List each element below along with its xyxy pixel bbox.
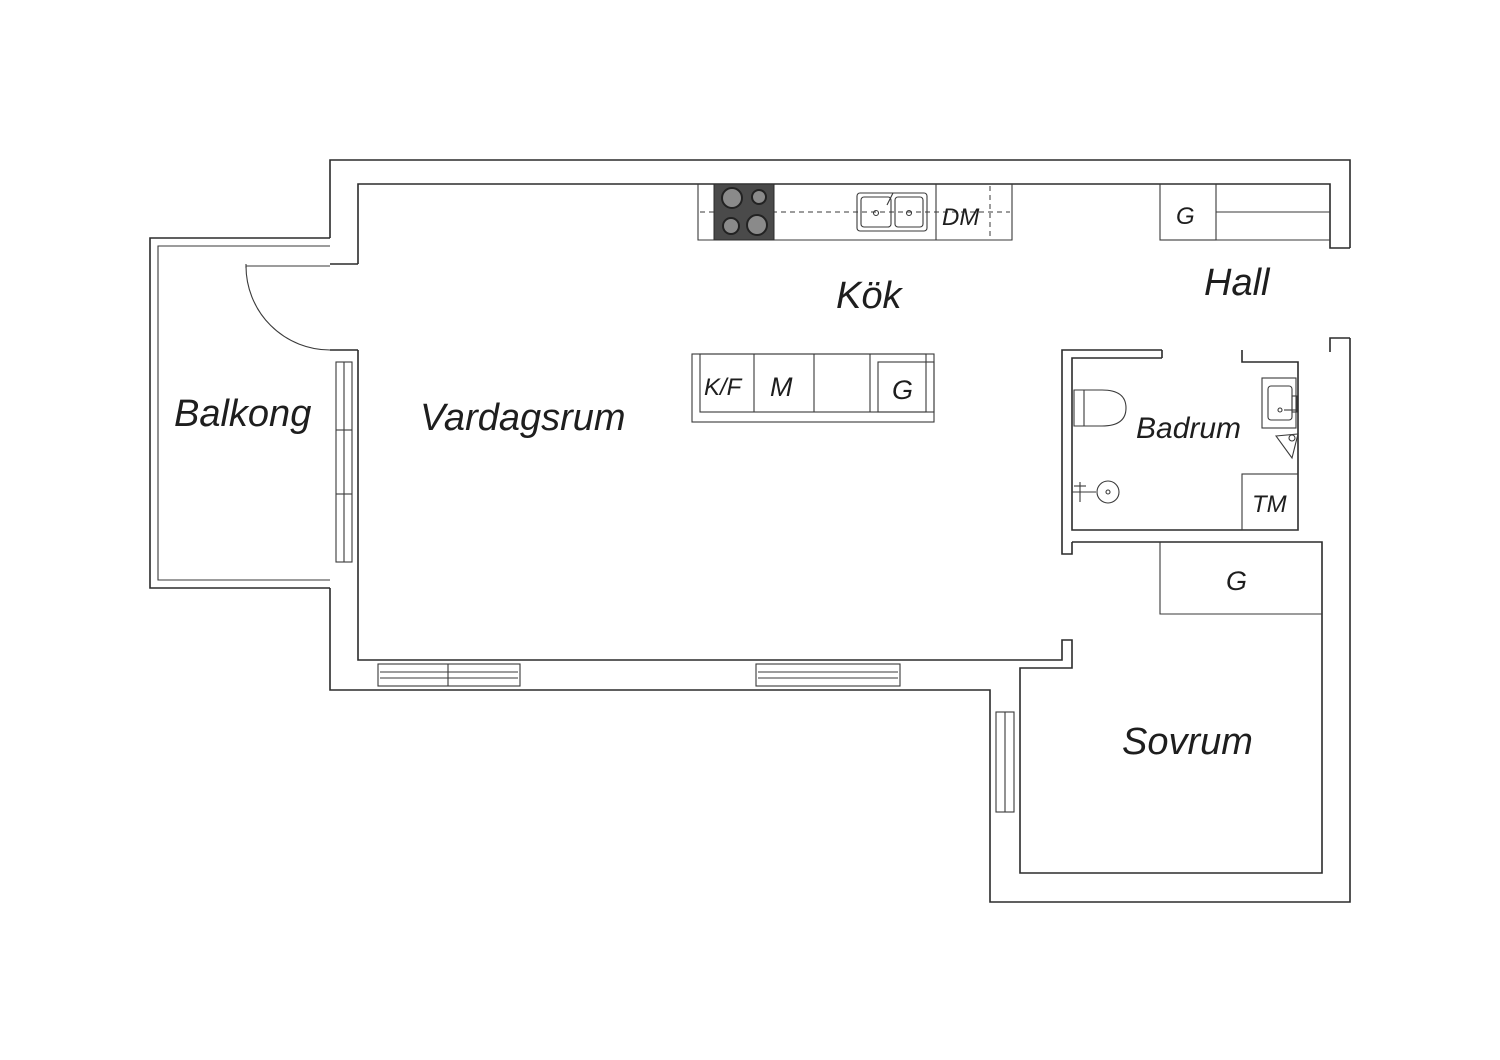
hall-wardrobe: G	[1159, 183, 1330, 241]
balcony-door-swing	[245, 265, 331, 351]
island-wardrobe-label: G	[892, 375, 913, 405]
bedroom-wardrobe-label: G	[1226, 566, 1247, 596]
living-room-label: Vardagsrum	[420, 397, 626, 439]
balcony-label: Balkong	[174, 393, 311, 435]
hall-label: Hall	[1204, 262, 1271, 304]
outer-walls	[329, 159, 1351, 903]
window-south-2	[755, 663, 901, 687]
toilet	[1073, 389, 1127, 427]
washing-machine-label: TM	[1252, 491, 1287, 518]
kitchen-island: K/F M G	[691, 353, 935, 423]
bedroom-label: Sovrum	[1122, 721, 1253, 763]
window-south-1	[377, 663, 521, 687]
dishwasher-label: DM	[942, 204, 979, 231]
bathroom-label: Badrum	[1136, 412, 1241, 445]
bathroom: TM	[1061, 349, 1299, 555]
shower	[1072, 480, 1120, 504]
bidet-shower	[1274, 433, 1299, 460]
kitchen-counter: DM	[697, 183, 1013, 241]
windows	[335, 361, 1015, 813]
microwave-label: M	[770, 372, 793, 402]
balcony	[149, 237, 331, 589]
washing-machine	[1241, 473, 1299, 531]
hall-wardrobe-label: G	[1176, 203, 1195, 230]
fridge-freezer-label: K/F	[704, 374, 743, 401]
bedroom-wardrobe: G	[1159, 542, 1322, 615]
washbasin	[1261, 377, 1298, 429]
kitchen-sink	[856, 192, 928, 232]
kitchen-label: Kök	[836, 275, 903, 317]
